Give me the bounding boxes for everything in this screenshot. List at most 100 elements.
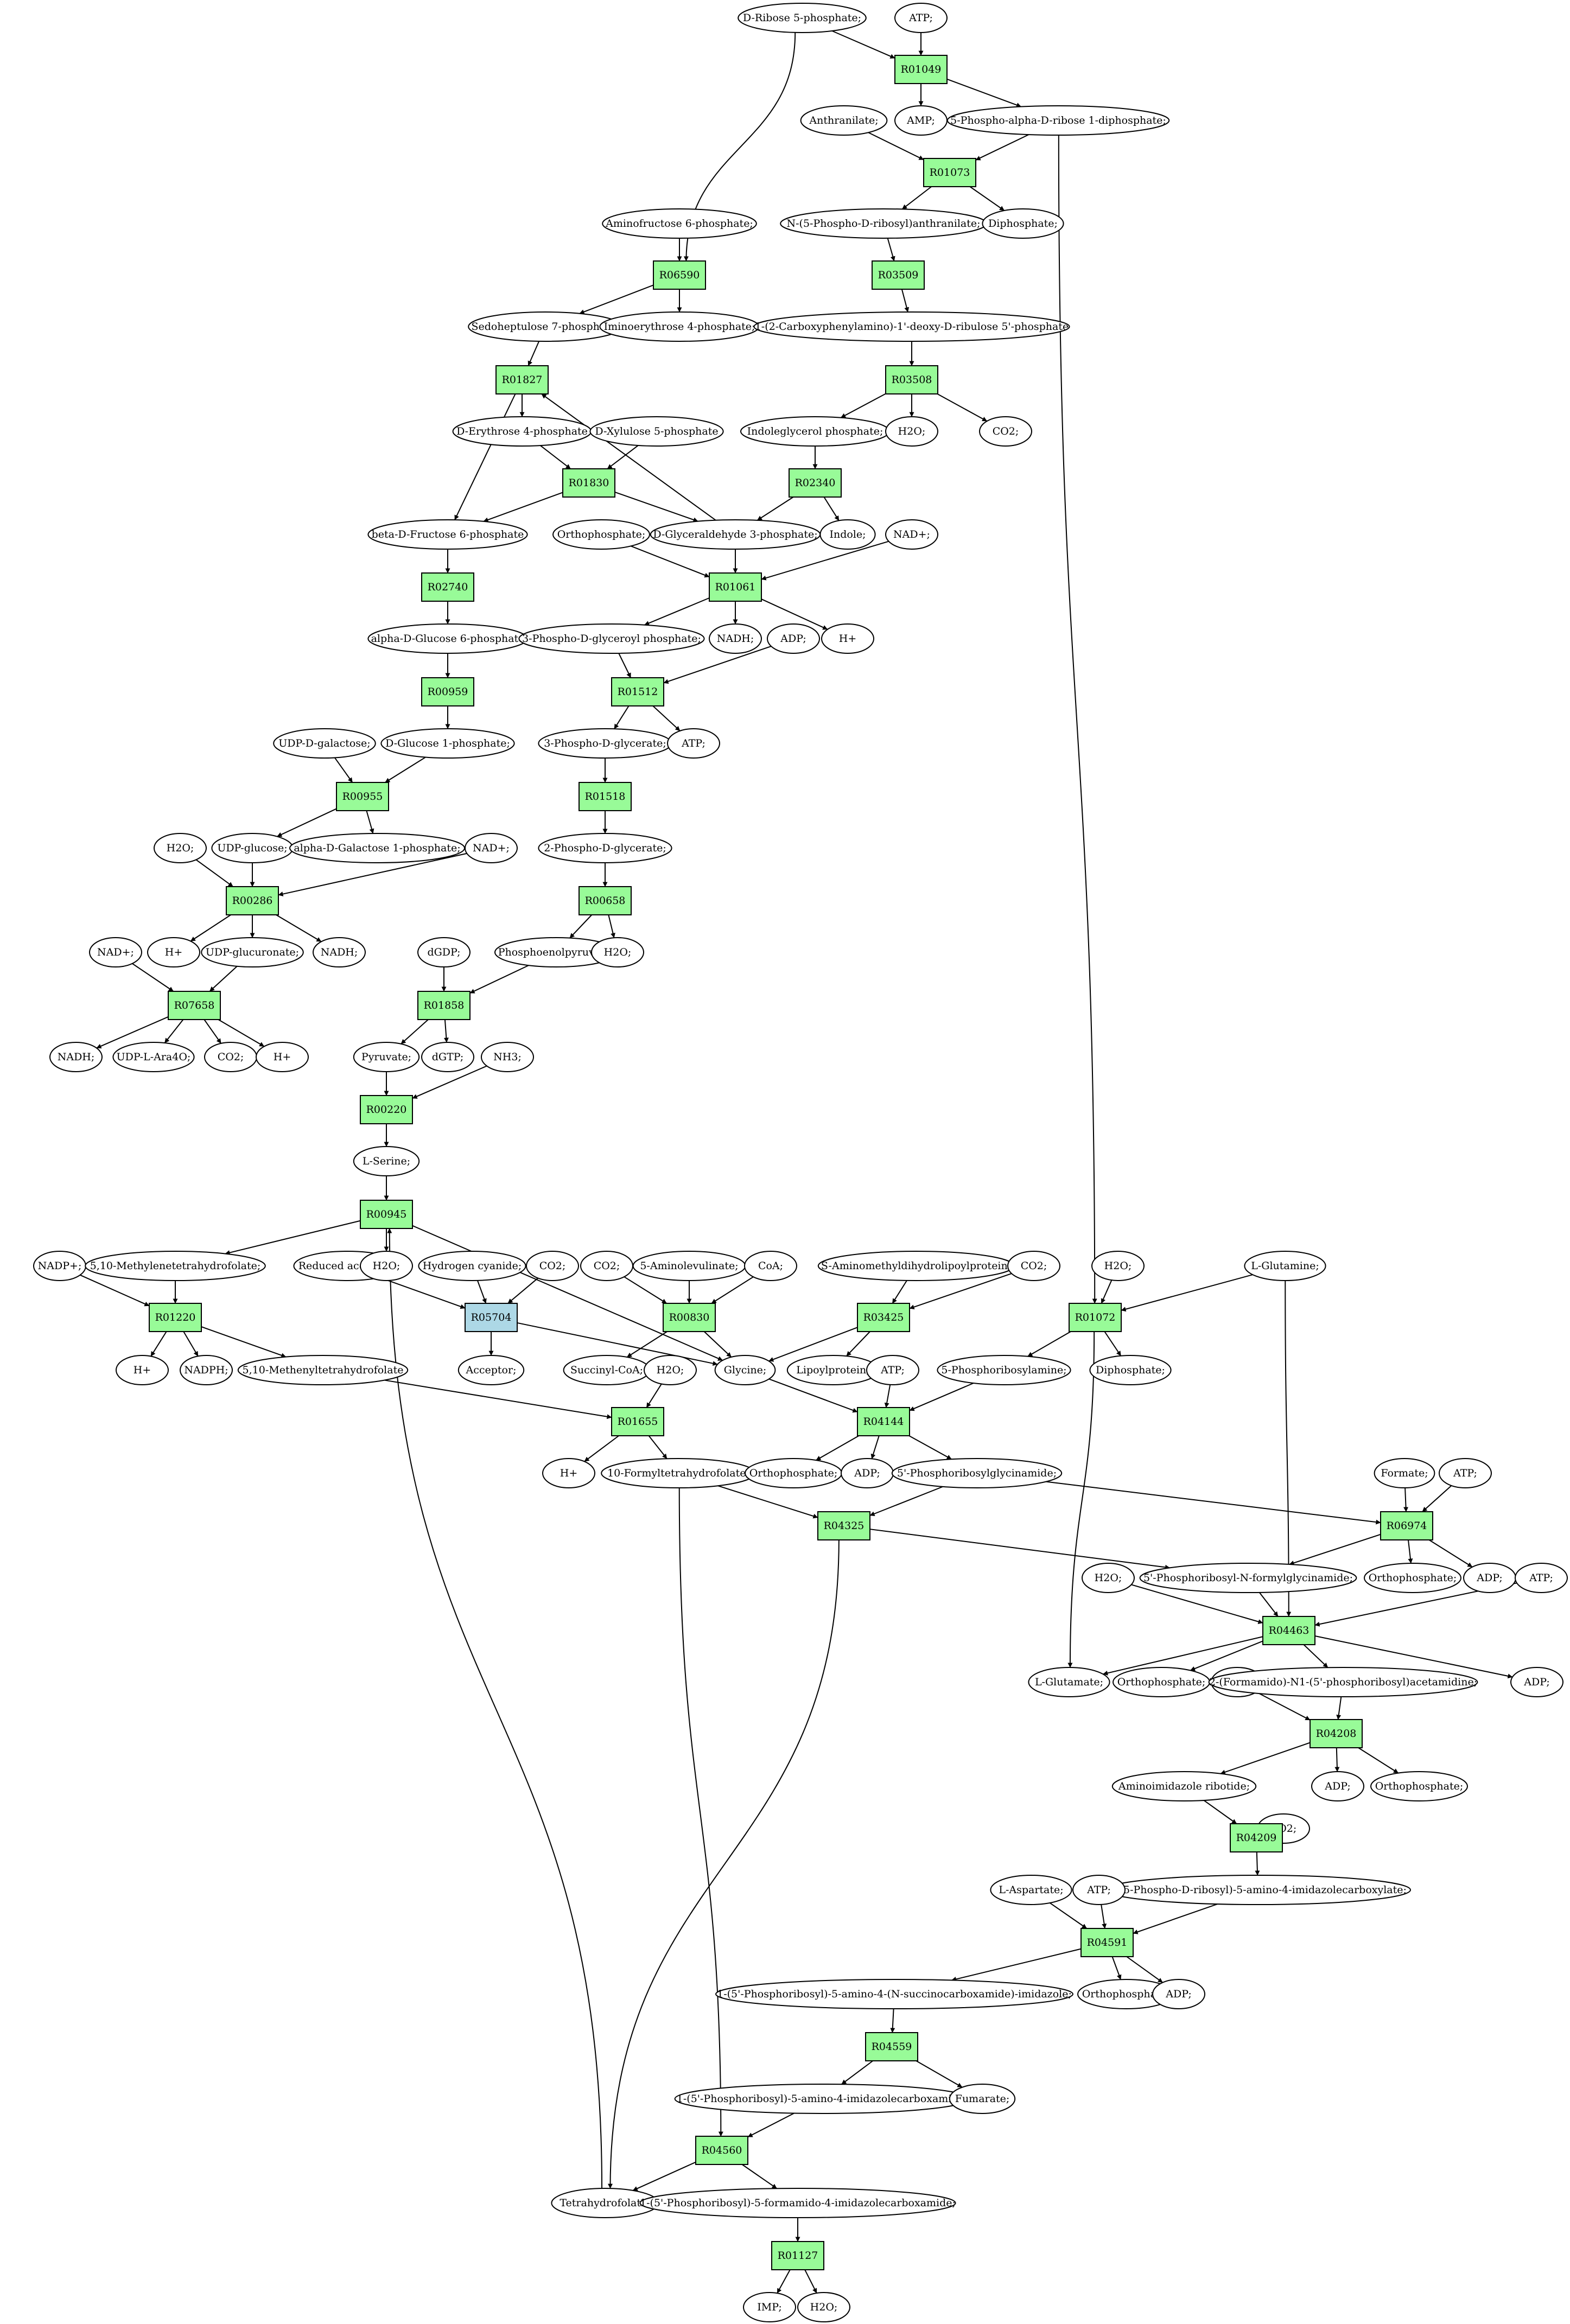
node-shape: [360, 1251, 413, 1281]
nodes-layer: D-Ribose 5-phosphate;ATP;R01049AMP;5-Pho…: [33, 3, 1568, 2322]
edge-r00945-to-gly: [412, 1225, 723, 1361]
edge-r5p-to-r01049: [831, 30, 895, 59]
node-shape: [256, 1042, 309, 1072]
node-label: L-Glutamate;: [1035, 1676, 1103, 1688]
metabolite-node-x5p: D-Xylulose 5-phosphate: [589, 416, 724, 447]
node-label: CO2;: [1021, 1260, 1047, 1272]
edge-adp_1-to-r01512: [663, 646, 772, 684]
metabolite-node-hp-3: H+: [256, 1042, 309, 1072]
node-label: H+: [134, 1364, 151, 1376]
node-shape: [885, 416, 938, 447]
edge-nadp_2-to-r00286: [278, 852, 467, 896]
node-label: CO2;: [993, 425, 1019, 437]
edge-r04208-to-air: [1220, 1742, 1311, 1775]
node-label: L-Glutamine;: [1251, 1260, 1319, 1272]
edge-r01049-to-prpp: [946, 78, 1021, 107]
node-label: R01827: [502, 374, 543, 386]
metabolite-node-ortho-6: Orthophosphate;: [1077, 1979, 1175, 2009]
metabolite-node-co2-4: CO2;: [580, 1251, 633, 1281]
edge-gly-to-r04144: [768, 1378, 858, 1413]
node-label: R00220: [366, 1104, 407, 1116]
edge-r02340-to-indole: [823, 496, 840, 521]
node-shape: [937, 1355, 1071, 1385]
node-shape: [526, 1251, 579, 1281]
edge-r01127-to-h2o_8: [804, 2269, 817, 2294]
node-shape: [149, 1303, 202, 1332]
node-label: NADPH;: [184, 1364, 228, 1376]
node-label: H2O;: [373, 1260, 401, 1272]
node-label: Aminoimidazole ribotide;: [1118, 1780, 1250, 1792]
node-label: NAD+;: [893, 529, 930, 540]
node-label: R02340: [795, 477, 836, 489]
reaction-node-r04559: R04559: [865, 2032, 918, 2061]
edge-r04144-to-gar: [908, 1435, 952, 1460]
node-label: D-Glyceraldehyde 3-phosphate;: [653, 529, 817, 540]
metabolite-node-h2o-2: H2O;: [154, 833, 207, 863]
reaction-node-r00220: R00220: [360, 1095, 413, 1124]
node-label: Pyruvate;: [361, 1051, 411, 1063]
metabolite-node-atp-4: ATP;: [1439, 1458, 1492, 1488]
metabolite-node-nadh-1: NADH;: [709, 623, 762, 654]
reaction-node-r04144: R04144: [857, 1407, 910, 1436]
node-shape: [154, 833, 207, 863]
reaction-node-r03425: R03425: [857, 1303, 910, 1332]
edge-r01072-to-glu: [1067, 1331, 1095, 1668]
metabolite-node-amp: AMP;: [894, 105, 948, 136]
node-label: H2O;: [1095, 1572, 1122, 1584]
edge-ortho_1-to-r01061: [631, 545, 710, 578]
node-label: NAD+;: [97, 946, 134, 958]
metabolite-node-adp-4: ADP;: [1510, 1667, 1563, 1697]
edge-r02340-to-gap: [757, 496, 794, 521]
edge-redacc-to-r05704: [379, 1277, 466, 1309]
edge-pra-to-r03509: [887, 238, 895, 262]
edge-udpglca-to-r07658: [209, 966, 238, 992]
node-shape: [663, 1303, 716, 1332]
node-shape: [380, 728, 515, 759]
node-label: 5-Phosphoribosylamine;: [941, 1364, 1066, 1376]
node-label: UDP-L-Ara4O;: [117, 1051, 191, 1063]
node-label: R00955: [342, 791, 383, 803]
node-label: ADP;: [1324, 1780, 1350, 1792]
metabolite-node-hcn: Hydrogen cyanide;: [418, 1251, 526, 1281]
node-shape: [738, 3, 867, 33]
node-label: R01655: [618, 1416, 658, 1428]
edge-r00286-to-hp_2: [190, 914, 231, 942]
node-shape: [495, 365, 549, 394]
metabolite-node-fum: Fumarate;: [949, 2084, 1016, 2114]
node-label: Hydrogen cyanide;: [423, 1260, 522, 1272]
edge-hcn-to-r05704: [476, 1280, 487, 1304]
node-label: R04591: [1087, 1937, 1128, 1949]
metabolite-node-nadh-3: NADH;: [49, 1042, 103, 1072]
node-label: N-(5-Phospho-D-ribosyl)anthranilate;: [786, 218, 980, 230]
node-shape: [1510, 1667, 1563, 1697]
node-shape: [457, 1355, 525, 1385]
node-shape: [743, 2292, 796, 2322]
metabolite-node-gln: L-Glutamine;: [1244, 1251, 1326, 1281]
edge-r06974-to-ortho_3: [1407, 1539, 1413, 1564]
node-label: Acceptor;: [466, 1364, 517, 1376]
metabolite-node-hp-1: H+: [821, 623, 874, 654]
edge-r03425-to-lipp: [846, 1331, 870, 1357]
metabolite-node-adp-5: ADP;: [1311, 1771, 1364, 1801]
edge-r04463-to-ortho_4: [1190, 1640, 1263, 1671]
metabolite-node-lipp: Lipoylprotein;: [786, 1355, 880, 1385]
edge-r03508-to-igp: [840, 393, 886, 418]
node-label: R04144: [863, 1416, 904, 1428]
metabolite-node-gal1p: alpha-D-Galactose 1-phosphate;: [289, 833, 465, 863]
node-shape: [1111, 1771, 1257, 1801]
edge-prpp-to-r01073: [975, 134, 1029, 161]
node-label: NADH;: [321, 946, 358, 958]
node-shape: [602, 208, 757, 239]
edge-r03509-to-cdrp: [901, 289, 910, 313]
node-label: dGDP;: [427, 946, 460, 958]
node-label: ADP;: [780, 633, 806, 645]
edge-nh3-to-r00220: [412, 1065, 487, 1099]
metabolite-node-h2o-3: H2O;: [591, 937, 644, 967]
edge-r01073-to-pra: [901, 186, 932, 210]
edge-r04559-to-aicar: [841, 2060, 873, 2085]
node-label: ADP;: [1476, 1572, 1502, 1584]
node-shape: [1089, 1355, 1172, 1385]
node-shape: [336, 782, 389, 811]
metabolite-node-samdlp: S-Aminomethyldihydrolipoylprotein;: [817, 1251, 1015, 1281]
metabolite-node-ser: L-Serine;: [353, 1146, 420, 1176]
